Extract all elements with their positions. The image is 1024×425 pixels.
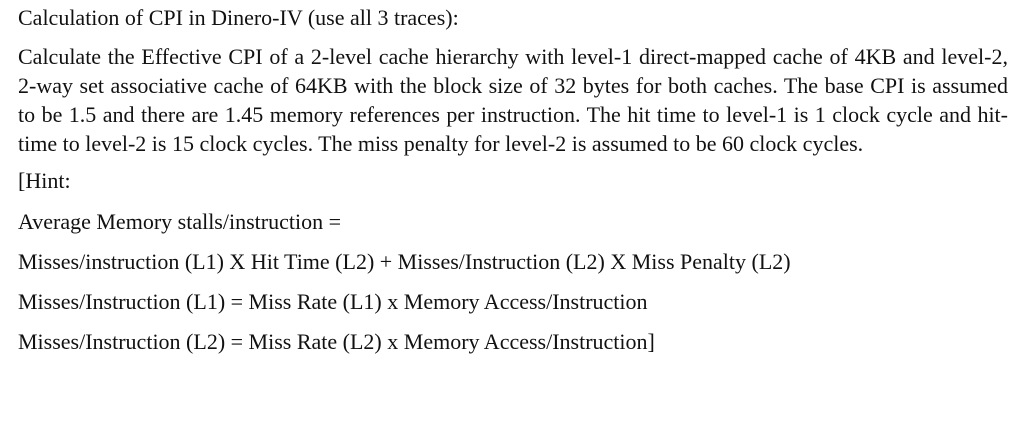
hint-label: [Hint:	[18, 168, 71, 193]
problem-statement: Calculate the Effective CPI of a 2-level…	[18, 44, 1008, 156]
formula-avg-memory-stalls: Average Memory stalls/instruction =	[18, 209, 341, 234]
document-body: Calculation of CPI in Dinero-IV (use all…	[18, 4, 1008, 356]
formula-misses-l1: Misses/Instruction (L1) = Miss Rate (L1)…	[18, 289, 648, 314]
formula-misses-l2: Misses/Instruction (L2) = Miss Rate (L2)…	[18, 329, 655, 354]
section-heading: Calculation of CPI in Dinero-IV (use all…	[18, 5, 459, 30]
formula-stalls-expansion: Misses/instruction (L1) X Hit Time (L2) …	[18, 249, 791, 274]
